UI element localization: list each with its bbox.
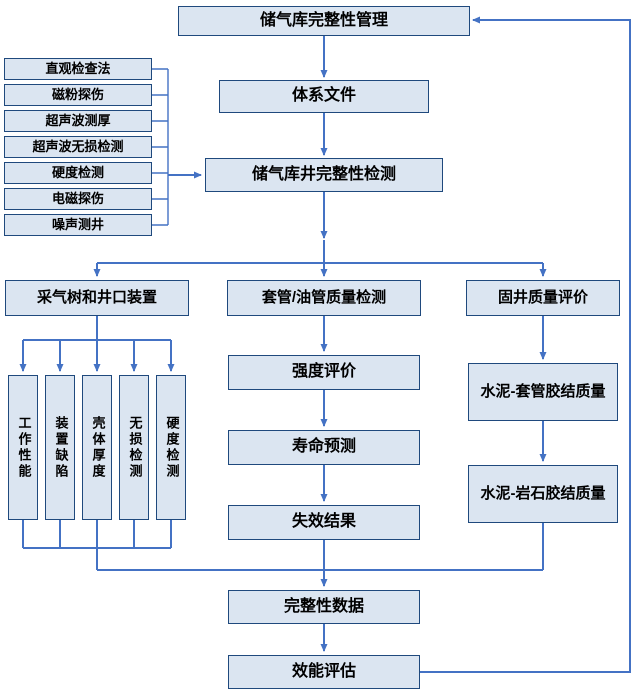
branch-cementing-title: 固井质量评价 <box>466 280 620 316</box>
casing-item-failure-result: 失效结果 <box>228 505 420 540</box>
wellhead-subitem-ndt: 无损检测 <box>119 375 149 520</box>
method-item-magnetic-particle: 磁粉探伤 <box>4 84 152 106</box>
node-performance-evaluation: 效能评估 <box>228 655 420 689</box>
method-item-ultrasonic-ndt: 超声波无损检测 <box>4 136 152 158</box>
node-well-integrity-inspection: 储气库井完整性检测 <box>205 158 443 192</box>
wellhead-subitem-device-defect: 装置缺陷 <box>45 375 75 520</box>
wellhead-subitem-hardness: 硬度检测 <box>156 375 186 520</box>
branch-casing-title: 套管/油管质量检测 <box>227 280 421 316</box>
method-item-visual-inspection: 直观检查法 <box>4 58 152 80</box>
casing-item-life-prediction: 寿命预测 <box>228 430 420 465</box>
node-system-document: 体系文件 <box>219 80 429 113</box>
cementing-item-cement-rock-bond: 水泥-岩石胶结质量 <box>468 465 618 523</box>
method-item-noise-logging: 噪声测井 <box>4 214 152 236</box>
method-item-hardness-test: 硬度检测 <box>4 162 152 184</box>
casing-item-strength-evaluation: 强度评价 <box>228 355 420 390</box>
cementing-item-cement-casing-bond: 水泥-套管胶结质量 <box>468 363 618 421</box>
wellhead-subitem-shell-thickness: 壳体厚度 <box>82 375 112 520</box>
method-item-electromagnetic: 电磁探伤 <box>4 188 152 210</box>
wellhead-subitem-working-performance: 工作性能 <box>8 375 38 520</box>
branch-wellhead-title: 采气树和井口装置 <box>5 280 189 316</box>
node-integrity-data: 完整性数据 <box>228 590 420 624</box>
node-storage-integrity-management: 储气库完整性管理 <box>178 6 470 36</box>
method-item-ultrasonic-thickness: 超声波测厚 <box>4 110 152 132</box>
